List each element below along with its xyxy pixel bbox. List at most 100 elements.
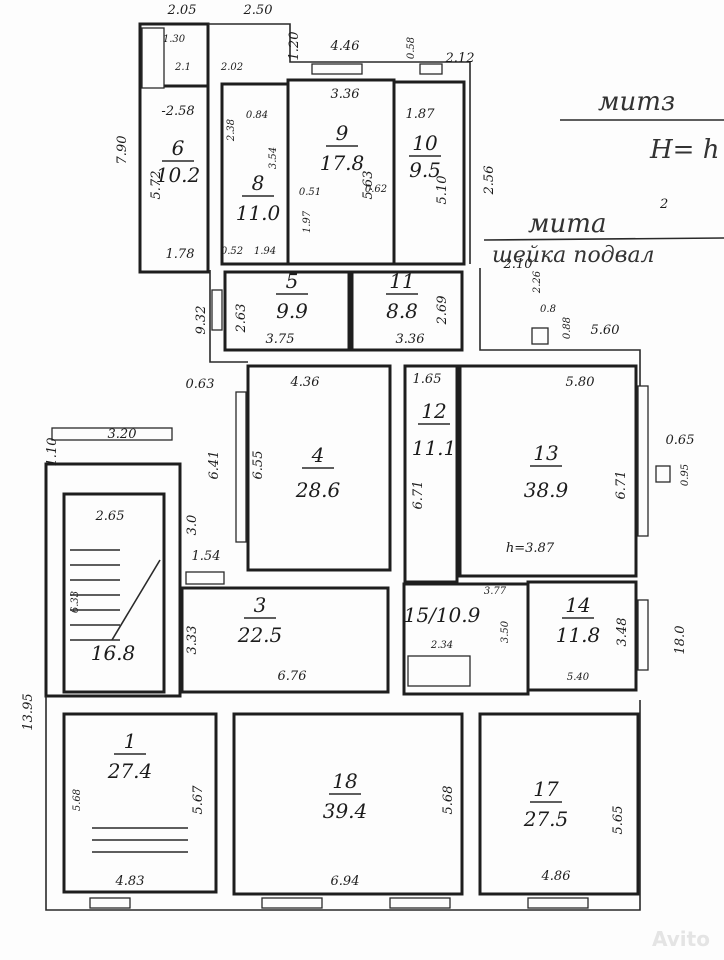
dimension-label-6: 1.30 (163, 34, 186, 45)
windows (51, 27, 671, 909)
dimension-label-63: 5.68 (441, 786, 456, 815)
room-number-10: 13 (533, 441, 558, 465)
room-area-9: 11.1 (412, 436, 457, 460)
room-number-8: 11 (389, 269, 414, 293)
dimension-label-32: 2.26 (532, 270, 543, 294)
dimension-label-41: 6.55 (251, 451, 266, 480)
room-number-2: 4 (311, 443, 325, 467)
note-side-2: шейка подвал (492, 243, 655, 268)
dimension-label-49: 3.0 (185, 515, 200, 536)
dimension-label-8: 2.02 (220, 62, 243, 73)
dimension-label-22: 0.62 (365, 184, 387, 195)
room-area-11: 11.8 (556, 623, 601, 647)
room-area-1: 22.5 (237, 623, 283, 647)
dimension-label-14: 3.36 (331, 87, 360, 102)
dimension-label-66: 6.94 (331, 874, 360, 889)
dimension-label-33: 0.8 (540, 304, 556, 315)
dimension-label-10: -2.58 (161, 104, 194, 119)
room-number-9: 12 (421, 399, 446, 423)
stair-treads (70, 549, 188, 853)
dimension-label-9: 7.90 (115, 136, 130, 165)
room-number-4: 6 (172, 136, 185, 160)
dimension-label-56: 18.0 (673, 626, 688, 655)
dimension-label-21: 0.51 (299, 187, 321, 198)
dimension-label-43: 6.71 (614, 471, 629, 500)
dimension-label-20: 2.56 (482, 166, 497, 196)
dimension-label-3: 4.46 (330, 39, 360, 54)
dimension-label-26: 2.63 (234, 304, 249, 334)
dimension-label-1: 2.50 (243, 3, 273, 18)
room-area-8: 8.8 (386, 299, 418, 323)
room-number-13: 16.8 (91, 641, 136, 665)
dimension-label-19: 5.10 (435, 176, 450, 205)
dimension-label-4: 0.58 (406, 37, 417, 59)
dimension-label-46: 1.10 (45, 438, 60, 467)
room-number-3: 5 (286, 269, 299, 293)
dimension-label-31: 2.10 (503, 257, 533, 272)
dimension-label-60: 13.95 (21, 693, 36, 730)
dimension-label-52: 3.50 (500, 620, 511, 643)
room-number-1: 3 (254, 593, 267, 617)
watermark-avito: Avito (652, 927, 710, 951)
dimension-label-30: 9.32 (194, 306, 209, 335)
dimension-label-53: 2.34 (430, 640, 453, 651)
dimension-label-24: 0.52 (221, 246, 243, 257)
dimension-label-13: 3.54 (268, 147, 279, 169)
dimension-label-51: 3.77 (484, 586, 507, 597)
dimension-label-29: 2.69 (435, 296, 450, 326)
room-number-12: 15/10.9 (404, 603, 481, 627)
walls (44, 22, 641, 911)
dimension-label-65: 4.83 (115, 874, 145, 889)
dimension-label-44: 0.65 (666, 433, 695, 448)
dimension-label-25: 1.94 (254, 246, 276, 257)
dimension-label-16: 5.72 (149, 171, 164, 200)
room-number-14: 17 (533, 777, 559, 801)
dimension-label-55: 5.40 (567, 672, 590, 683)
dimension-label-59: 6.33 (70, 591, 81, 613)
room-area-0: 27.4 (107, 759, 153, 783)
dimension-label-5: 2.12 (445, 51, 475, 66)
dimension-label-36: 0.63 (186, 377, 215, 392)
dimension-label-38: 1.65 (413, 372, 442, 387)
note-top-right-2: H= h (649, 135, 719, 165)
dimension-label-64: 5.65 (611, 806, 626, 835)
room-area-3: 9.9 (276, 299, 308, 323)
dimension-label-50: 1.54 (192, 549, 221, 564)
room-number-5: 8 (252, 171, 265, 195)
dimension-label-48: 2.65 (95, 509, 125, 524)
dimension-label-12: 2.38 (226, 119, 237, 142)
dimension-label-58: 6.76 (278, 669, 307, 684)
room-number-15: 18 (332, 769, 357, 793)
note-top-right-1: митз (598, 87, 675, 117)
dimension-label-2: 1.20 (287, 32, 302, 61)
dimension-label-11: 0.84 (246, 110, 268, 121)
room-area-6: 17.8 (320, 151, 365, 175)
dimension-label-15: 1.87 (406, 107, 436, 122)
room-number-0: 1 (124, 729, 137, 753)
dimension-label-18: 5.63 (361, 171, 376, 200)
room-area-7: 9.5 (409, 158, 441, 182)
dimension-label-34: 0.88 (562, 317, 573, 339)
room-area-10: 38.9 (524, 478, 569, 502)
dimension-label-45: 0.95 (680, 464, 691, 486)
note-side-1: мита (528, 209, 606, 239)
dimension-label-0: 2.05 (167, 3, 197, 18)
dimension-label-62: 5.67 (191, 785, 206, 815)
room-area-15: 39.4 (323, 799, 368, 823)
dimension-label-54: 3.48 (615, 618, 630, 647)
room-area-5: 11.0 (236, 201, 281, 225)
room-number-6: 9 (336, 121, 349, 145)
room-number-11: 14 (565, 593, 590, 617)
dimension-label-17: 1.78 (166, 247, 195, 262)
dimension-label-37: 4.36 (290, 375, 320, 390)
dimension-label-57: 3.33 (185, 626, 200, 655)
dimension-label-40: 6.41 (207, 451, 222, 480)
dimension-label-28: 3.36 (396, 332, 425, 347)
dimension-label-68: h=3.87 (506, 541, 555, 556)
dimension-label-47: 3.20 (108, 427, 137, 442)
dimension-label-67: 4.86 (541, 869, 571, 884)
note-side-superscript: 2 (659, 197, 668, 212)
